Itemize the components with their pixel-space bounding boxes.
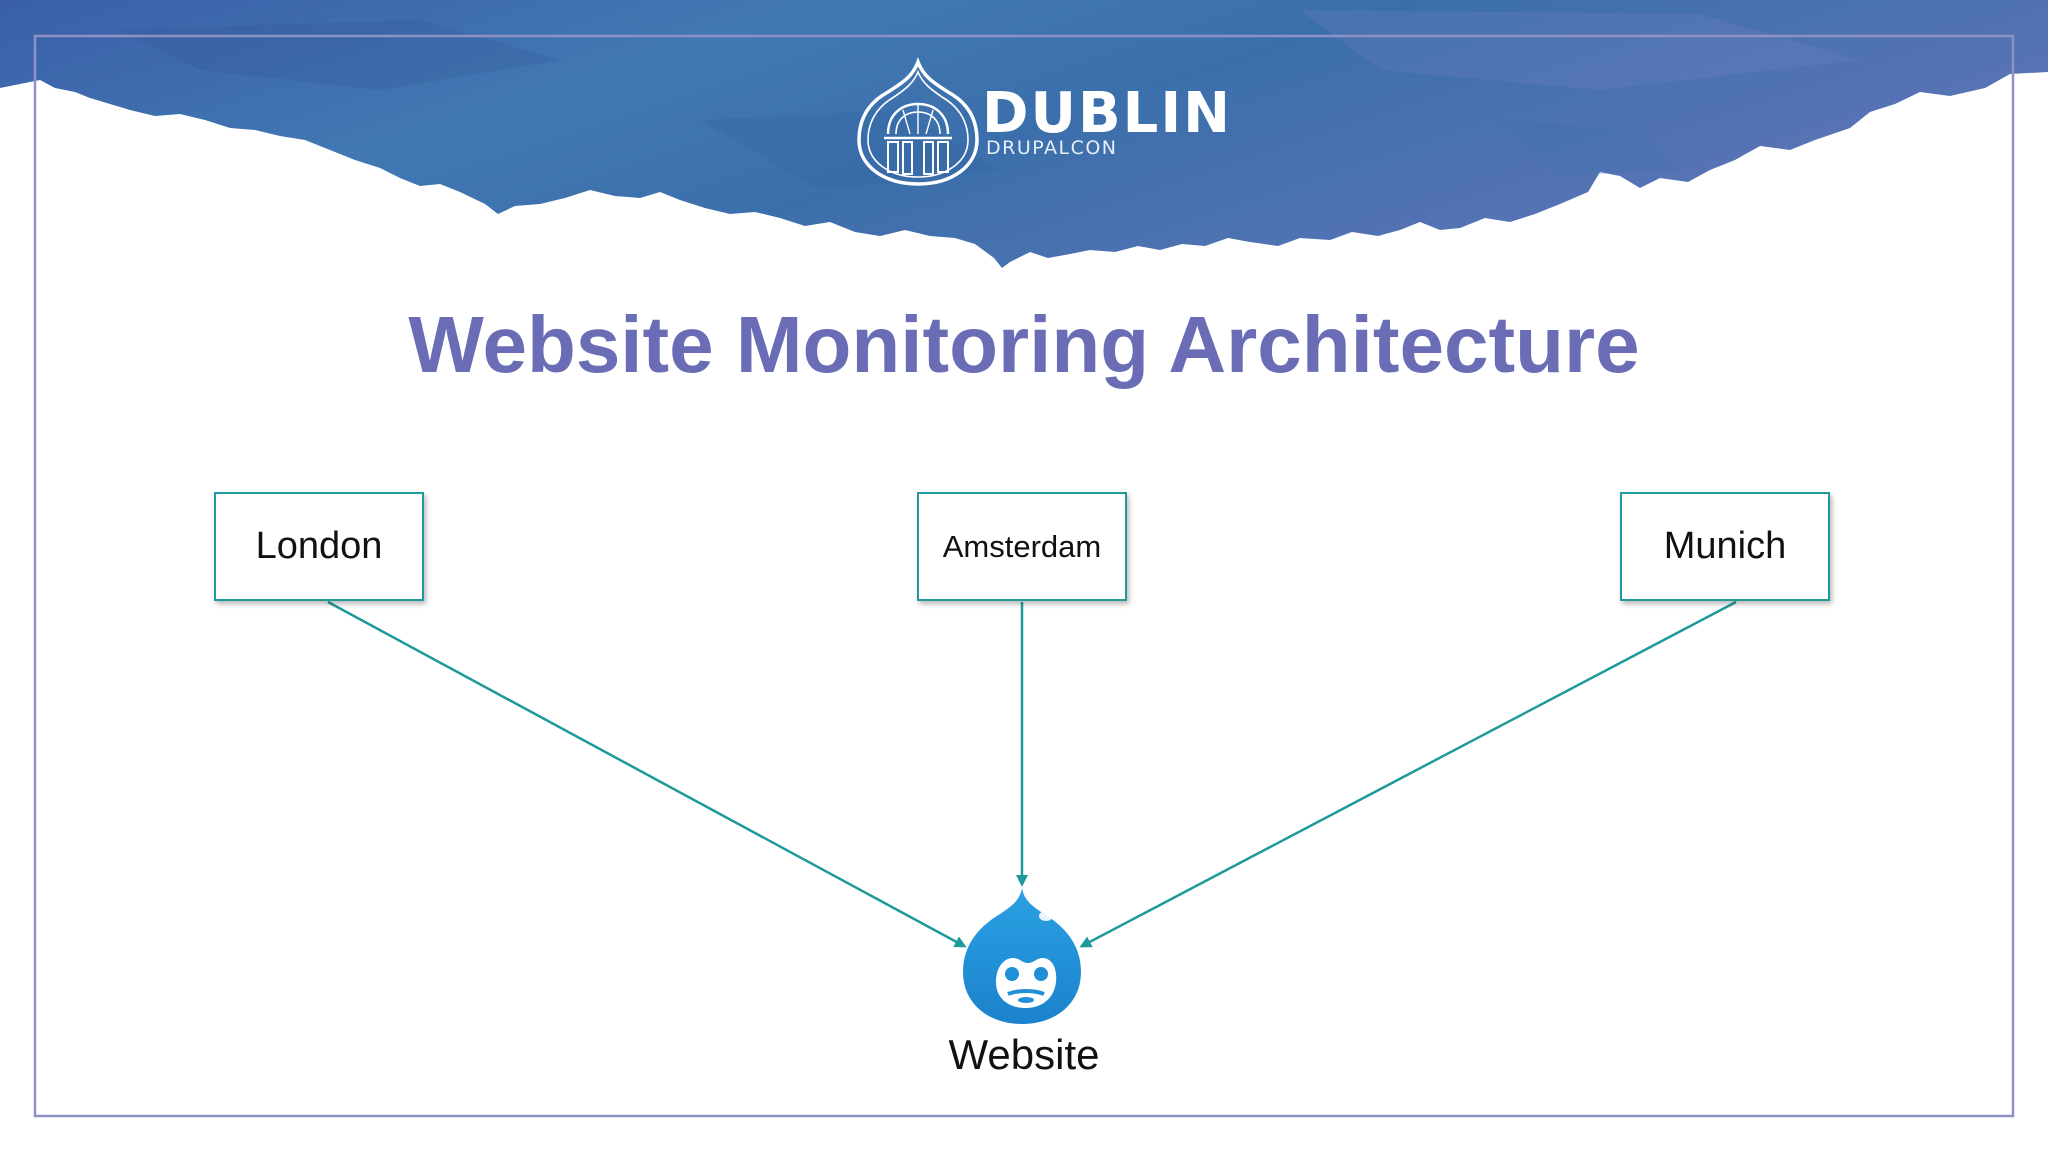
node-munich: Munich (1620, 492, 1830, 601)
drupalcon-dublin-logo-icon (857, 57, 979, 186)
drupal-drop-icon (963, 888, 1081, 1024)
node-label: London (255, 525, 383, 567)
node-amsterdam: Amsterdam (917, 492, 1127, 601)
slide-frame (33, 34, 2015, 1118)
edge-london-to-website (327, 600, 967, 948)
node-london: London (214, 492, 424, 601)
logo-name: DUBLIN (982, 81, 1233, 146)
node-label: Munich (1663, 525, 1787, 567)
edge-munich-to-website (1079, 600, 1737, 948)
watercolor-banner (0, 0, 2048, 268)
node-label: Amsterdam (942, 528, 1102, 564)
diagram-connectors (327, 600, 1737, 948)
website-label: Website (948, 1031, 1100, 1078)
logo-subtitle: DRUPALCON (986, 137, 1118, 159)
slide-title: Website Monitoring Architecture (408, 300, 1640, 389)
